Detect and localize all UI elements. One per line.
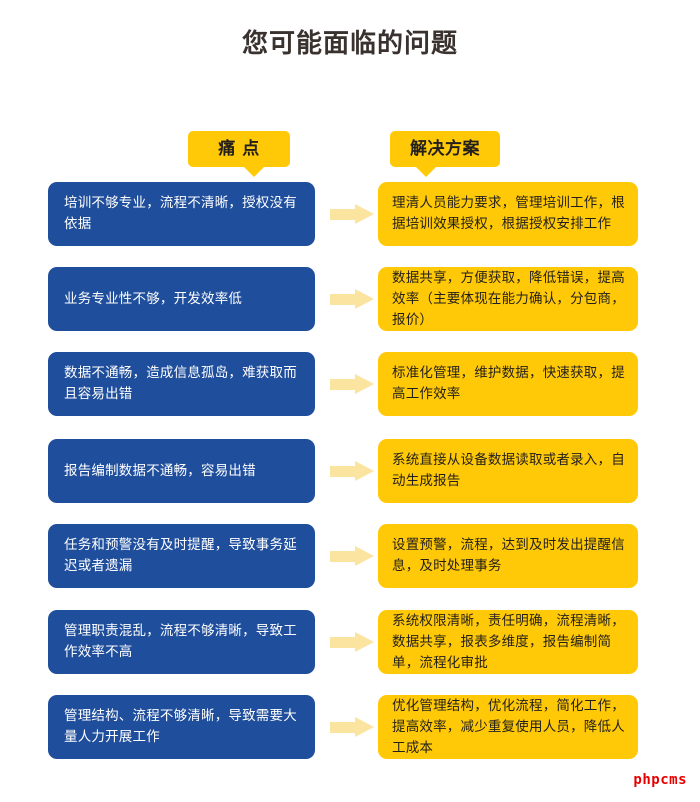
watermark: phpcms <box>633 772 687 788</box>
table-row: 数据不通畅，造成信息孤岛，难获取而且容易出错 标准化管理，维护数据，快速获取，提… <box>0 352 700 416</box>
solution-text: 设置预警，流程，达到及时发出提醒信息，及时处理事务 <box>392 537 625 574</box>
solution-text: 标准化管理，维护数据，快速获取，提高工作效率 <box>392 365 625 402</box>
pain-point-box: 管理职责混乱，流程不够清晰，导致工作效率不高 <box>48 610 315 674</box>
pain-point-box: 业务专业性不够，开发效率低 <box>48 267 315 331</box>
pain-point-box: 报告编制数据不通畅，容易出错 <box>48 439 315 503</box>
solution-box: 优化管理结构，优化流程，简化工作，提高效率，减少重复使用人员，降低人工成本 <box>378 695 638 759</box>
pain-point-text: 管理结构、流程不够清晰，导致需要大量人力开展工作 <box>64 708 297 745</box>
arrow-right-icon <box>330 461 374 481</box>
pain-point-text: 管理职责混乱，流程不够清晰，导致工作效率不高 <box>64 623 297 660</box>
column-header-solution-label: 解决方案 <box>410 139 480 159</box>
arrow-right-icon <box>330 546 374 566</box>
pain-point-text: 报告编制数据不通畅，容易出错 <box>64 462 256 479</box>
solution-text: 优化管理结构，优化流程，简化工作，提高效率，减少重复使用人员，降低人工成本 <box>392 697 625 756</box>
arrow-right-icon <box>330 374 374 394</box>
pain-point-text: 业务专业性不够，开发效率低 <box>64 290 243 307</box>
solution-text: 系统直接从设备数据读取或者录入，自动生成报告 <box>392 452 625 489</box>
column-header-pain-point: 痛 点 <box>188 131 290 177</box>
page-title: 您可能面临的问题 <box>241 29 458 59</box>
solution-box: 理清人员能力要求，管理培训工作，根据培训效果授权，根据授权安排工作 <box>378 182 638 246</box>
pain-point-box: 数据不通畅，造成信息孤岛，难获取而且容易出错 <box>48 352 315 416</box>
table-row: 业务专业性不够，开发效率低 数据共享，方便获取，降低错误，提高效率（主要体现在能… <box>0 267 700 331</box>
solution-box: 系统直接从设备数据读取或者录入，自动生成报告 <box>378 439 638 503</box>
pain-point-box: 任务和预警没有及时提醒，导致事务延迟或者遗漏 <box>48 524 315 588</box>
badge-pointer-icon <box>243 166 265 177</box>
solution-text: 数据共享，方便获取，降低错误，提高效率（主要体现在能力确认，分包商，报价） <box>392 269 625 328</box>
solution-box: 系统权限清晰，责任明确，流程清晰，数据共享，报表多维度，报告编制简单，流程化审批 <box>378 610 638 674</box>
pain-point-text: 数据不通畅，造成信息孤岛，难获取而且容易出错 <box>64 365 297 402</box>
arrow-right-icon <box>330 717 374 737</box>
table-row: 报告编制数据不通畅，容易出错 系统直接从设备数据读取或者录入，自动生成报告 <box>0 439 700 503</box>
arrow-right-icon <box>330 632 374 652</box>
solution-text: 理清人员能力要求，管理培训工作，根据培训效果授权，根据授权安排工作 <box>392 195 625 232</box>
solution-box: 数据共享，方便获取，降低错误，提高效率（主要体现在能力确认，分包商，报价） <box>378 267 638 331</box>
table-row: 培训不够专业，流程不清晰，授权没有依据 理清人员能力要求，管理培训工作，根据培训… <box>0 182 700 246</box>
table-row: 任务和预警没有及时提醒，导致事务延迟或者遗漏 设置预警，流程，达到及时发出提醒信… <box>0 524 700 588</box>
pain-point-text: 培训不够专业，流程不清晰，授权没有依据 <box>64 195 297 232</box>
column-header-pain-point-label: 痛 点 <box>218 139 260 159</box>
pain-point-text: 任务和预警没有及时提醒，导致事务延迟或者遗漏 <box>64 537 297 574</box>
arrow-right-icon <box>330 289 374 309</box>
badge-pointer-icon <box>415 166 437 177</box>
solution-text: 系统权限清晰，责任明确，流程清晰，数据共享，报表多维度，报告编制简单，流程化审批 <box>392 612 625 671</box>
table-row: 管理职责混乱，流程不够清晰，导致工作效率不高 系统权限清晰，责任明确，流程清晰，… <box>0 610 700 674</box>
solution-box: 标准化管理，维护数据，快速获取，提高工作效率 <box>378 352 638 416</box>
table-row: 管理结构、流程不够清晰，导致需要大量人力开展工作 优化管理结构，优化流程，简化工… <box>0 695 700 759</box>
column-header-solution: 解决方案 <box>390 131 500 177</box>
pain-point-box: 管理结构、流程不够清晰，导致需要大量人力开展工作 <box>48 695 315 759</box>
arrow-right-icon <box>330 204 374 224</box>
pain-point-box: 培训不够专业，流程不清晰，授权没有依据 <box>48 182 315 246</box>
solution-box: 设置预警，流程，达到及时发出提醒信息，及时处理事务 <box>378 524 638 588</box>
